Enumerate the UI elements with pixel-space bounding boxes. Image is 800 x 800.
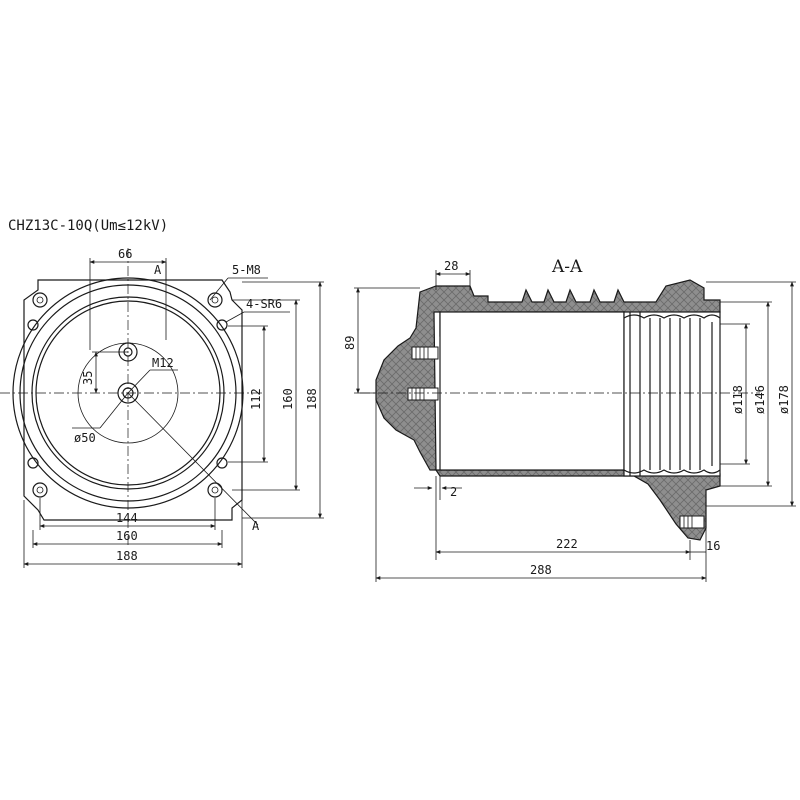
dim-222: 222	[556, 537, 578, 551]
section-mark-top: A	[154, 263, 162, 277]
inner-ribs	[623, 311, 721, 477]
dim-wall-2: 2	[450, 485, 457, 499]
callout-5-m8: 5-M8	[232, 263, 261, 277]
drawing-title: CHZ13C-10Q(Um≤12kV)	[8, 218, 168, 234]
dim-288: 288	[530, 563, 552, 577]
dim-160-vertical: 160	[281, 388, 295, 410]
section-body-lower	[434, 469, 721, 541]
dim-188-horizontal: 188	[116, 549, 138, 563]
dim-bore-50: ø50	[74, 431, 96, 445]
section-line	[127, 392, 259, 526]
flange-outline	[23, 279, 243, 521]
dim-16: 16	[706, 539, 720, 553]
front-view: 66 A 5-M8 4-SR6 M12 35 ø50 112 160	[0, 247, 324, 568]
callout-4-sr6: 4-SR6	[246, 297, 282, 311]
dim-28: 28	[444, 259, 458, 273]
dim-66: 66	[118, 247, 132, 261]
dim-112: 112	[249, 388, 263, 410]
dim-144: 144	[116, 511, 138, 525]
dim-dia-178: ø178	[777, 385, 791, 414]
inner-cavity	[439, 311, 625, 471]
threaded-inserts	[407, 346, 705, 529]
section-title: A-A	[551, 257, 583, 277]
dim-89: 89	[343, 336, 357, 350]
dim-35: 35	[81, 371, 95, 385]
dim-dia-146: ø146	[753, 385, 767, 414]
dim-160-horizontal: 160	[116, 529, 138, 543]
corner-holes	[27, 292, 228, 498]
dim-188-vertical: 188	[305, 388, 319, 410]
dim-dia-118: ø118	[731, 385, 745, 414]
section-view: A-A 28	[343, 257, 796, 582]
section-mark-bottom: A	[252, 519, 260, 533]
label-m12: M12	[152, 356, 174, 370]
